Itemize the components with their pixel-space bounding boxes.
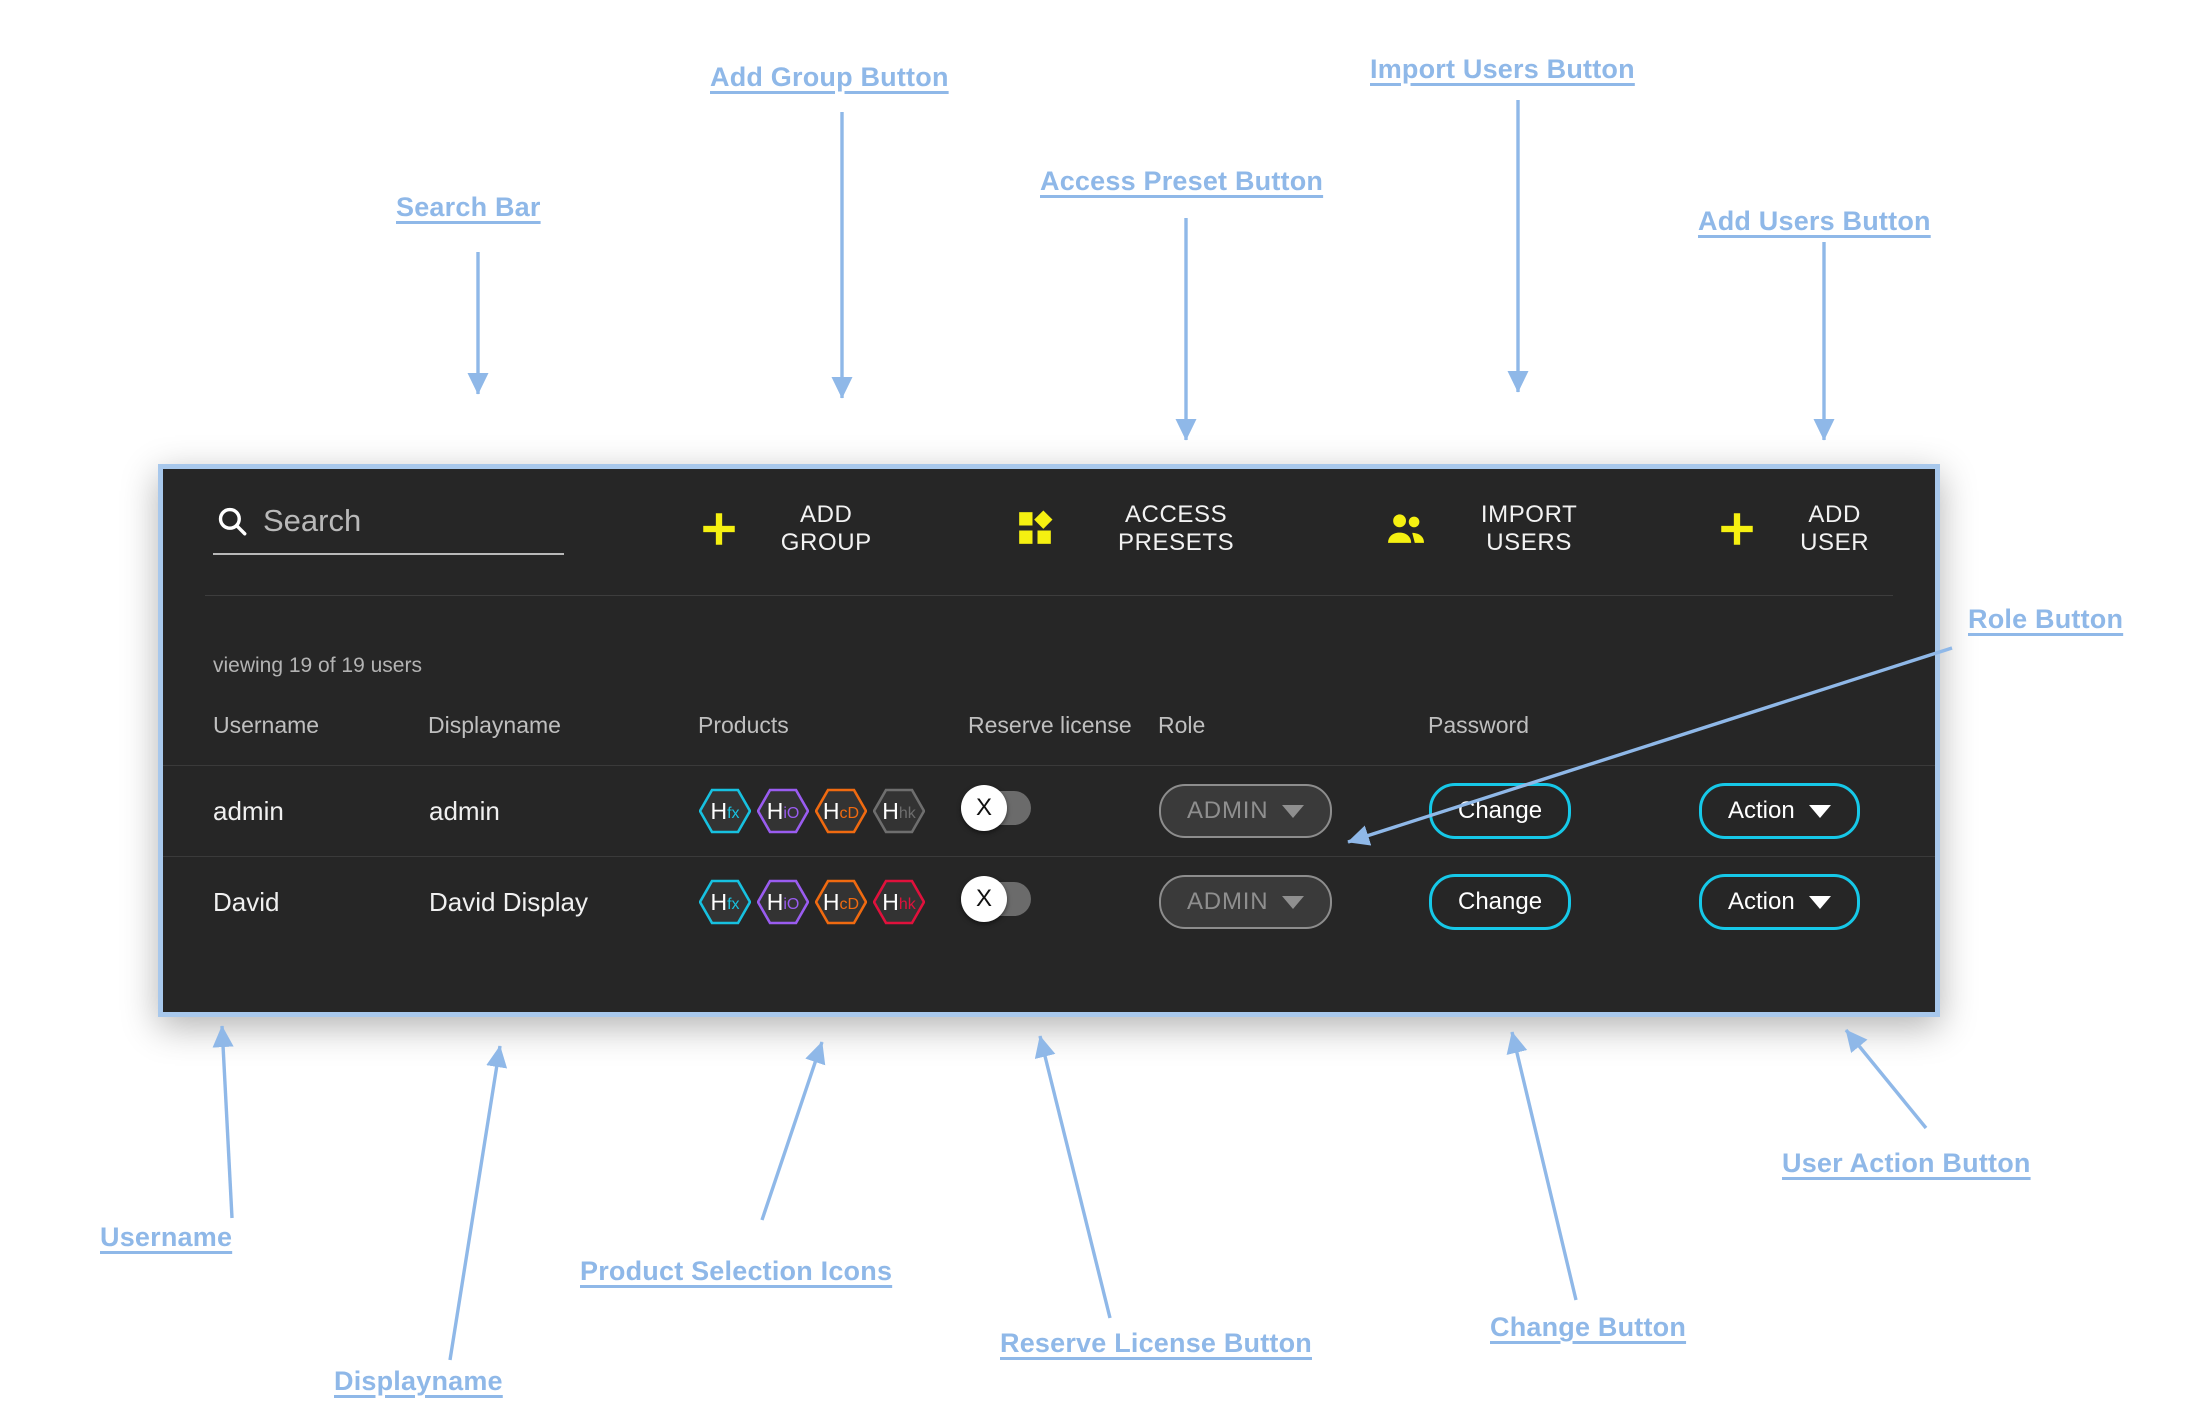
- role-button[interactable]: ADMIN: [1159, 875, 1333, 929]
- annotation-import-users-button: Import Users Button: [1370, 54, 1635, 84]
- annotation-username: Username: [100, 1222, 233, 1252]
- access-presets-button[interactable]: ACCESS PRESETS: [1008, 491, 1279, 567]
- add-user-label: ADD USER: [1800, 501, 1870, 556]
- change-password-button[interactable]: Change: [1429, 874, 1572, 930]
- annotation-search-bar: Search Bar: [396, 192, 541, 222]
- arrow-change-button: [1506, 1031, 1578, 1301]
- change-label: Change: [1458, 797, 1543, 824]
- add-group-label: ADD GROUP: [780, 501, 872, 556]
- user-action-button[interactable]: Action: [1699, 874, 1860, 930]
- annotation-user-action-button: User Action Button: [1782, 1148, 2031, 1178]
- column-header-displayname: Displayname: [428, 712, 561, 738]
- cell-displayname: admin: [428, 765, 698, 857]
- user-management-panel: ADD GROUP ACCESS PRESETS: [158, 464, 1940, 1017]
- toolbar-divider: [205, 595, 1893, 596]
- viewing-count-text: viewing 19 of 19 users: [213, 654, 422, 677]
- role-button[interactable]: ADMIN: [1159, 784, 1333, 838]
- arrow-user-action-button: [1844, 1028, 1928, 1130]
- plus-icon: [1716, 508, 1758, 550]
- reserve-license-toggle[interactable]: X: [961, 784, 1031, 831]
- cell-displayname: David Display: [428, 856, 698, 947]
- plus-icon: [698, 508, 740, 550]
- cell-username: David: [163, 856, 428, 947]
- user-action-button[interactable]: Action: [1699, 783, 1860, 839]
- annotation-add-users-button: Add Users Button: [1698, 206, 1931, 236]
- cell-role: ADMIN: [1158, 856, 1428, 947]
- reserve-license-toggle[interactable]: X: [961, 875, 1031, 922]
- column-header-role: Role: [1158, 712, 1206, 738]
- arrow-reserve-license: [1034, 1035, 1112, 1319]
- access-presets-label: ACCESS PRESETS: [1117, 501, 1235, 556]
- column-header-action: [1698, 712, 1935, 766]
- cell-reserve-license: X: [961, 765, 1158, 857]
- change-label: Change: [1458, 888, 1543, 915]
- user-table: Username Displayname Products Reserve li…: [163, 712, 1935, 947]
- column-header-reserve-license: Reserve license: [968, 712, 1132, 738]
- add-user-button[interactable]: ADD USER: [1710, 491, 1895, 567]
- import-users-label: IMPORT USERS: [1480, 501, 1578, 556]
- cell-role: ADMIN: [1158, 765, 1428, 857]
- annotation-product-selection-icons: Product Selection Icons: [580, 1256, 893, 1286]
- add-group-button[interactable]: ADD GROUP: [692, 491, 896, 567]
- chevron-down-icon: [1808, 895, 1831, 909]
- grid-preset-icon: [1014, 508, 1056, 550]
- cell-reserve-license: X: [961, 856, 1158, 947]
- cell-action: Action: [1698, 856, 1935, 947]
- chevron-down-icon: [1282, 804, 1305, 818]
- cell-action: Action: [1698, 765, 1935, 857]
- cell-username: admin: [163, 765, 428, 857]
- arrow-product-icons: [760, 1041, 826, 1221]
- import-users-button[interactable]: IMPORT USERS: [1378, 491, 1617, 567]
- action-label: Action: [1728, 888, 1795, 915]
- arrow-displayname: [448, 1045, 508, 1361]
- search-icon: [215, 504, 249, 538]
- arrow-username: [212, 1025, 234, 1219]
- search-bar[interactable]: [213, 503, 565, 555]
- role-label: ADMIN: [1187, 888, 1269, 915]
- toolbar: ADD GROUP ACCESS PRESETS: [163, 469, 1935, 589]
- annotation-change-button: Change Button: [1490, 1312, 1687, 1342]
- column-header-username: Username: [213, 712, 320, 738]
- chevron-down-icon: [1282, 895, 1305, 909]
- annotation-access-preset-button: Access Preset Button: [1040, 166, 1324, 196]
- table-header-row: Username Displayname Products Reserve li…: [163, 712, 1935, 766]
- role-label: ADMIN: [1187, 797, 1269, 824]
- search-input[interactable]: [263, 503, 565, 539]
- change-password-button[interactable]: Change: [1429, 783, 1572, 839]
- cell-password: Change: [1428, 856, 1698, 947]
- annotation-displayname: Displayname: [334, 1366, 503, 1396]
- cell-password: Change: [1428, 765, 1698, 857]
- toggle-knob: X: [961, 784, 1007, 831]
- annotation-add-group-button: Add Group Button: [710, 62, 949, 92]
- chevron-down-icon: [1808, 804, 1831, 818]
- column-header-password: Password: [1428, 712, 1529, 738]
- action-label: Action: [1728, 797, 1795, 824]
- annotation-reserve-license-button: Reserve License Button: [1000, 1328, 1312, 1358]
- toggle-knob: X: [961, 875, 1007, 922]
- column-header-products: Products: [698, 712, 789, 738]
- people-icon: [1384, 508, 1426, 550]
- annotation-role-button: Role Button: [1968, 604, 2124, 634]
